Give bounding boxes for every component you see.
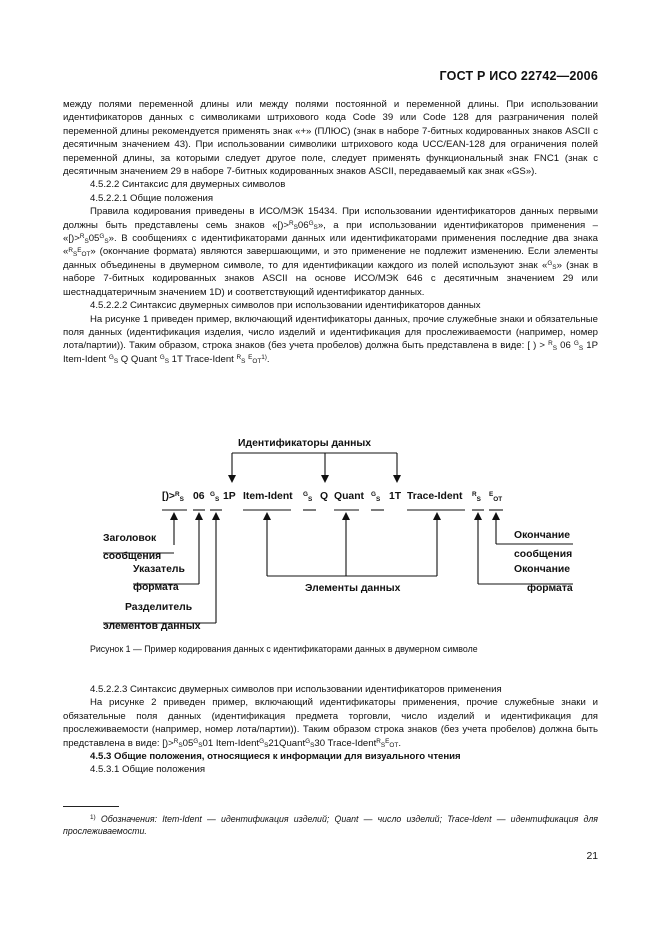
footnote-ref: 1) [261,353,267,361]
label-data-elements: Элементы данных [305,583,401,594]
label-header-line2: сообщения [103,551,162,562]
page-number: 21 [586,851,598,862]
seq-trace-ident: Trace-Ident [407,491,463,502]
body-text-upper: между полями переменной длины или между … [63,98,598,366]
heading-4-5-2-2: 4.5.2.2 Синтаксис для двумерных символов [90,179,286,191]
label-fmt-end-line1: Окончание [514,564,571,575]
arrowhead-quant [342,512,350,520]
paragraph-field-separators: между полями переменной длины или между … [63,99,598,178]
seq-gs-2: GS [303,491,313,503]
seq-gs-1: GS [210,491,220,503]
paragraph-figure1-intro: На рисунке 1 приведен пример, включающий… [63,313,598,366]
arrowhead-format [195,512,203,520]
seq-eot: EOT [489,491,503,503]
footnote-marker: 1) [90,814,96,822]
seq-1p: 1P [223,491,236,502]
paragraph-figure2-intro: На рисунке 2 приведен пример, включающий… [63,697,598,750]
seq-quant: Quant [334,491,365,502]
seq-open: [)>RS [162,491,184,503]
arrowhead-1t [393,475,401,483]
heading-4-5-2-2-3: 4.5.2.2.3 Синтаксис двумерных символов п… [90,684,502,695]
heading-4-5-2-2-2: 4.5.2.2.2 Синтаксис двумерных символов п… [90,300,481,312]
figure-1-lines [103,452,573,624]
body-text-lower: 4.5.2.2.3 Синтаксис двумерных символов п… [63,683,598,777]
label-data-identifiers: Идентификаторы данных [238,438,372,449]
label-header-line1: Заголовок [103,533,157,544]
heading-4-5-3-1: 4.5.3.1 Общие положения [90,764,206,776]
arrowhead-1p [228,475,236,483]
figure-1-diagram: Идентификаторы данных [)>RS 06 GS 1P Ite… [63,432,598,637]
arrowhead-msg-end [492,512,500,520]
seq-item-ident: Item-Ident [243,491,293,502]
label-separator-line2: элементов данных [103,621,201,632]
seq-gs-3: GS [371,491,381,503]
arrowhead-q [321,475,329,483]
seq-rs: RS [472,491,481,503]
document-code-header: ГОСТ Р ИСО 22742—2006 [439,69,598,83]
heading-4-5-3: 4.5.3 Общие положения, относящиеся к инф… [90,751,461,763]
figure-1-caption: Рисунок 1 — Пример кодирования данных с … [90,644,478,654]
footnote: 1) Обозначения: Item-Ident — идентификац… [63,814,598,836]
arrowhead-item [263,512,271,520]
label-msg-end-line2: сообщения [514,549,573,560]
arrowhead-separator [212,512,220,520]
paragraph-encoding-rules: Правила кодирования приведены в ИСО/МЭК … [63,206,599,298]
arrowhead-header [170,512,178,520]
seq-06: 06 [193,491,205,502]
arrowhead-fmt-end [474,512,482,520]
arrowhead-trace [433,512,441,520]
label-format-line2: формата [133,582,179,593]
label-separator-line1: Разделитель [125,602,193,613]
label-fmt-end-line2: формата [527,583,573,594]
label-format-line1: Указатель [133,564,185,575]
heading-4-5-2-2-1: 4.5.2.2.1 Общие положения [90,192,214,204]
label-msg-end-line1: Окончание [514,530,571,541]
footnote-divider [63,806,119,807]
seq-q: Q [320,491,329,502]
seq-1t: 1T [389,491,402,502]
